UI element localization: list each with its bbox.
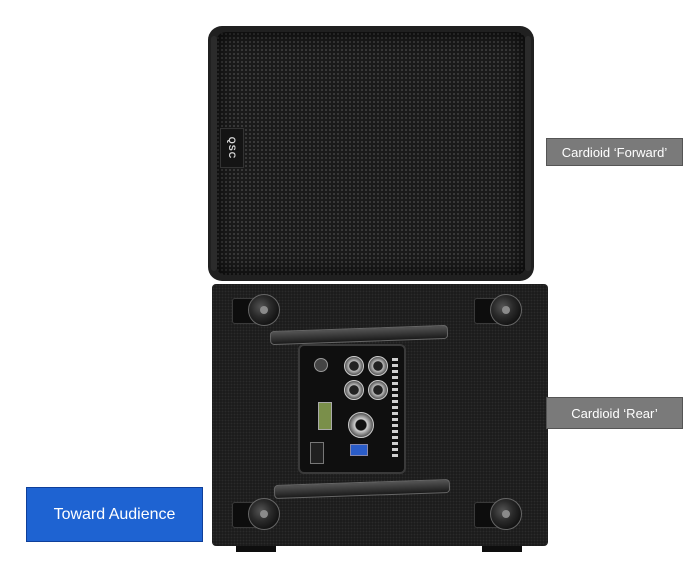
lcd-display (318, 402, 332, 430)
xlr-connector-icon (344, 356, 364, 376)
xlr-connector-icon (368, 356, 388, 376)
caster-wheel-icon (474, 498, 524, 532)
subwoofer-rear-image (212, 284, 548, 552)
carry-handle-top (269, 324, 449, 346)
speaker-foot (236, 546, 276, 552)
caster-wheel-icon (232, 294, 282, 328)
speaker-foot (482, 546, 522, 552)
qsc-logo-text: QSC (227, 136, 237, 160)
qsc-logo: QSC (220, 128, 244, 168)
panel-label-strip (392, 358, 398, 458)
cardioid-rear-label: Cardioid ‘Rear’ (546, 397, 683, 429)
xlr-connector-icon (368, 380, 388, 400)
grille-edge-left (211, 36, 217, 271)
speakon-connector-icon (348, 412, 374, 438)
subwoofer-forward-image (208, 26, 534, 281)
cardioid-forward-label: Cardioid ‘Forward’ (546, 138, 683, 166)
gain-knob-icon (314, 358, 328, 372)
xlr-connector-icon (344, 380, 364, 400)
caster-wheel-icon (232, 498, 282, 532)
amplifier-panel (298, 344, 406, 474)
panel-badge (310, 442, 324, 464)
power-inlet-icon (350, 444, 368, 456)
carry-handle-bottom (273, 478, 451, 500)
caster-wheel-icon (474, 294, 524, 328)
toward-audience-label: Toward Audience (26, 487, 203, 542)
speaker-grille (216, 32, 526, 275)
grille-edge-right (525, 36, 531, 271)
